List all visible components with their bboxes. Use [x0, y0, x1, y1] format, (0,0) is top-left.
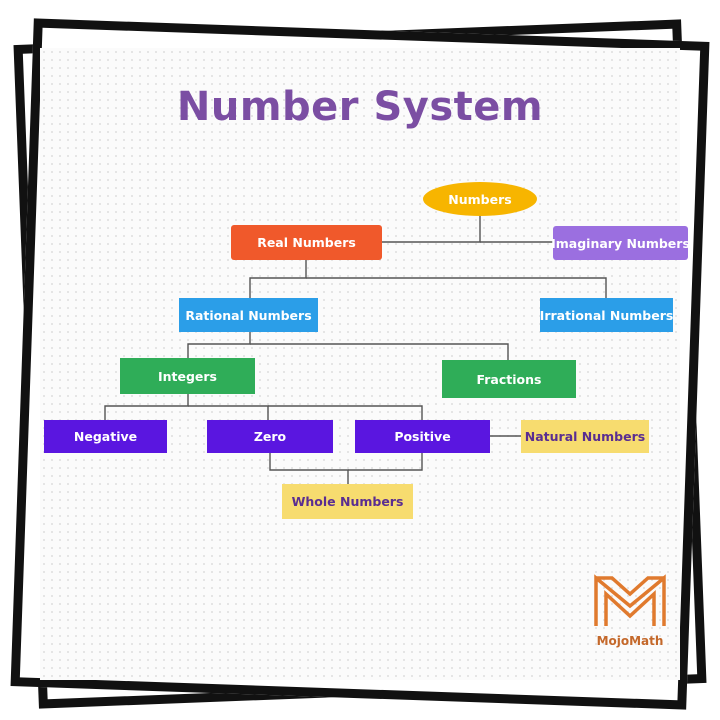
imaginary-numbers-node: Imaginary Numbers — [551, 226, 690, 260]
rational-numbers-node: Rational Numbers — [179, 298, 318, 332]
edge-rational-fractions — [250, 343, 509, 360]
numbers-node: Numbers — [423, 182, 537, 216]
edge-integers-positive — [268, 405, 423, 420]
negative-node: Negative — [44, 420, 167, 453]
logo-text: MojoMath — [596, 634, 664, 648]
integers-node: Integers — [120, 358, 255, 394]
whole-numbers-node: Whole Numbers — [282, 484, 413, 519]
edge-integers-negative — [104, 394, 189, 420]
diagram-title: Number System — [176, 84, 544, 130]
edge-numbers-real — [382, 215, 481, 243]
fractions-node: Fractions — [442, 360, 576, 398]
edge-real-rational — [249, 260, 307, 298]
positive-node: Positive — [355, 420, 490, 453]
edge-positive-whole — [348, 452, 423, 471]
zero-node: Zero — [207, 420, 333, 453]
edge-integers-zero — [188, 405, 269, 420]
real-numbers-node: Real Numbers — [231, 225, 382, 260]
irrational-numbers-node: Irrational Numbers — [540, 298, 673, 332]
mojomath-m-icon — [594, 574, 666, 626]
edge-real-irrational — [306, 277, 607, 298]
edge-zero-whole — [269, 452, 349, 484]
natural-numbers-node: Natural Numbers — [521, 420, 649, 453]
mojomath-logo: MojoMath — [590, 570, 670, 660]
edge-rational-integers — [187, 332, 251, 358]
